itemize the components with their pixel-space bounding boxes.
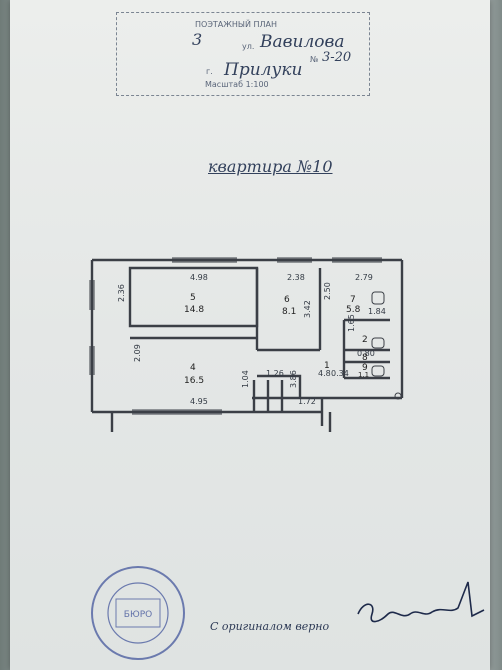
street-prefix: ул. [242,42,255,51]
floor-plan-drawing: 4.98 2.38 2.79 2.36 3.42 2.50 2.09 4.95 … [89,257,404,432]
room-9-number: 9 [362,363,368,373]
handwritten-mark: 3 [192,30,203,49]
building-number: 3-20 [322,50,352,65]
dim-4-98: 4.98 [190,273,208,282]
room-5-area: 14.8 [184,305,204,315]
plan-title: ПОЭТАЖНЫЙ ПЛАН [195,20,277,29]
apartment-label: квартира №10 [208,157,333,176]
official-seal: БЮРО [91,566,185,660]
room-5-number: 5 [190,293,196,303]
city-prefix: г. [206,67,213,76]
dim-2-36: 2.36 [117,284,126,302]
dim-1-65: 1.65 [347,314,356,332]
room-6-number: 6 [284,295,290,305]
street-name: Вавилова [260,32,345,52]
scale-label: Масштаб 1:100 [205,80,269,89]
room-4-number: 4 [190,363,196,373]
room-2-number: 2 [362,335,368,345]
dim-4-8: 4.8 [318,369,331,378]
room-6-area: 8.1 [282,307,296,317]
dim-3-42: 3.42 [303,300,312,318]
room-4-area: 16.5 [184,376,204,386]
room-8-number: 8 [362,353,368,363]
dim-0-34: 0.34 [331,369,349,378]
building-prefix: № [310,55,319,64]
dim-1-84: 1.84 [368,307,386,316]
dim-3-86: 3.86 [289,370,298,388]
room-9-area: 1.1 [358,371,369,379]
dim-2-09: 2.09 [133,344,142,362]
certification-note: С оригиналом верно [210,620,330,633]
dim-0-80: 0.80 [357,349,375,358]
dim-2-38: 2.38 [287,273,305,282]
header-stamp [116,12,370,96]
dim-4-95: 4.95 [190,397,208,406]
dim-2-50: 2.50 [323,282,332,300]
dim-1-04: 1.04 [241,370,250,388]
room-7-number: 7 [350,295,356,305]
svg-text:БЮРО: БЮРО [124,610,152,620]
room-1-number: 1 [324,361,330,371]
dim-2-79: 2.79 [355,273,373,282]
floor-plan-document: ПОЭТАЖНЫЙ ПЛАН ул. 3 Вавилова № 3-20 г. … [10,0,490,670]
dim-1-26: 1.26 [266,369,284,378]
dim-1-72: 1.72 [298,397,316,406]
signature [357,581,485,623]
room-7-area: 5.8 [346,305,361,315]
city-name: Прилуки [224,60,303,80]
